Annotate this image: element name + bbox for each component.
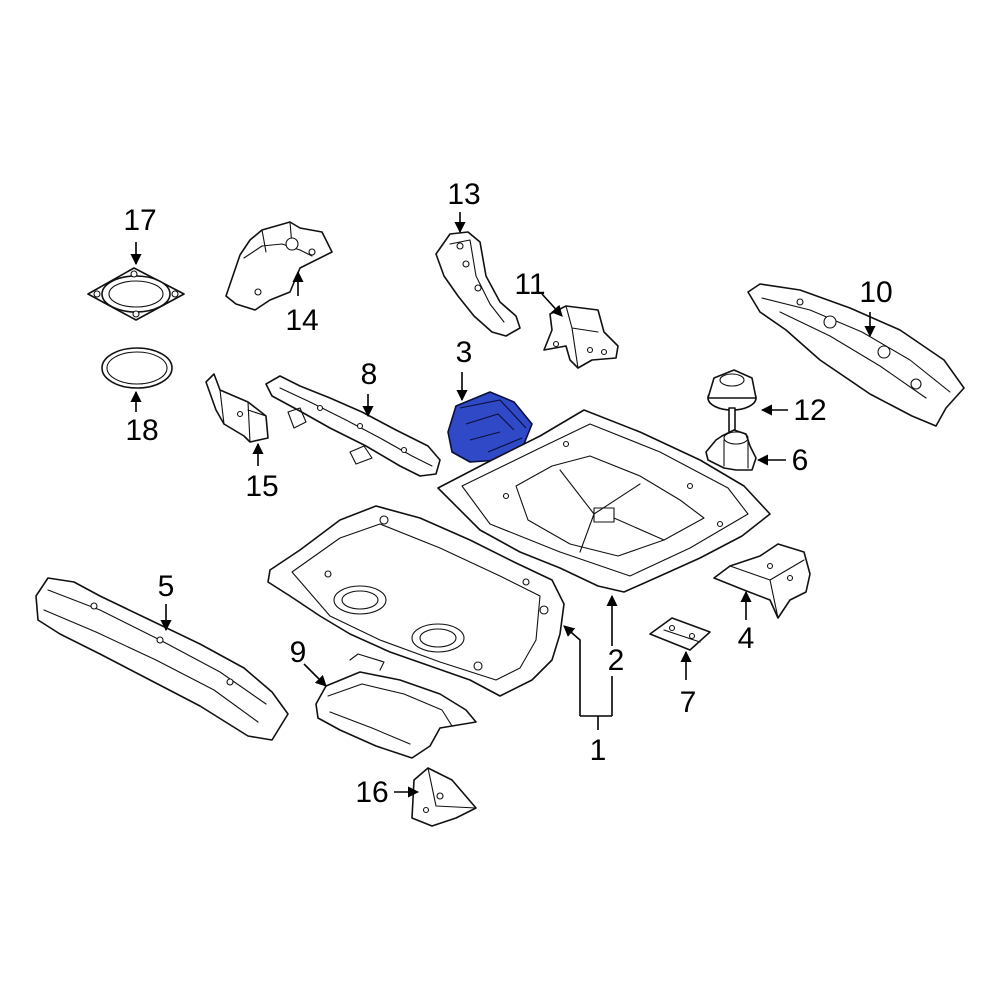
leader-1b [563,625,581,716]
part-6-bushing[interactable] [705,429,757,471]
callout-14: 14 [285,304,318,337]
part-12-mount[interactable] [707,369,757,441]
leader-9 [303,663,327,687]
callout-13: 13 [447,178,480,211]
leader-1-bracket [580,715,612,730]
part-18-ring-seal[interactable] [101,347,173,389]
part-7-plate[interactable] [649,617,711,651]
callout-12: 12 [793,394,826,427]
callout-2: 2 [608,644,625,677]
part-11-bracket[interactable] [543,305,619,369]
callout-18: 18 [125,414,158,447]
part-2-rear-floor-pan[interactable] [437,409,771,593]
part-15-bracket[interactable] [205,373,269,443]
part-1-floor-assembly[interactable] [267,505,565,697]
callout-8: 8 [361,358,378,391]
part-13-bracket[interactable] [435,231,521,337]
callout-11: 11 [514,268,545,301]
part-17-gasket-plate[interactable] [87,267,185,321]
callout-4: 4 [738,622,755,655]
part-9-reinforcement[interactable] [315,653,477,759]
callout-15: 15 [245,470,278,503]
callout-9: 9 [290,636,307,669]
part-8-crossmember[interactable] [265,375,441,477]
callout-7: 7 [680,686,697,719]
leader-11 [541,293,563,317]
callout-16: 16 [355,776,388,809]
part-10-rear-panel[interactable] [747,283,965,427]
callout-labels: 17 18 14 15 8 13 11 3 10 12 6 5 9 4 7 2 … [123,178,892,809]
part-5-side-member[interactable] [35,577,289,741]
part-4-bracket[interactable] [713,543,811,619]
callout-5: 5 [158,570,175,603]
callout-17: 17 [123,204,156,237]
callout-1: 1 [590,734,607,767]
part-14-bracket[interactable] [225,221,333,311]
callout-leaders [130,212,876,798]
callout-10: 10 [859,276,892,309]
callout-6: 6 [792,444,809,477]
callout-3: 3 [456,336,473,369]
part-3-highlighted-bracket[interactable] [447,391,533,463]
part-16-bracket[interactable] [411,767,477,827]
